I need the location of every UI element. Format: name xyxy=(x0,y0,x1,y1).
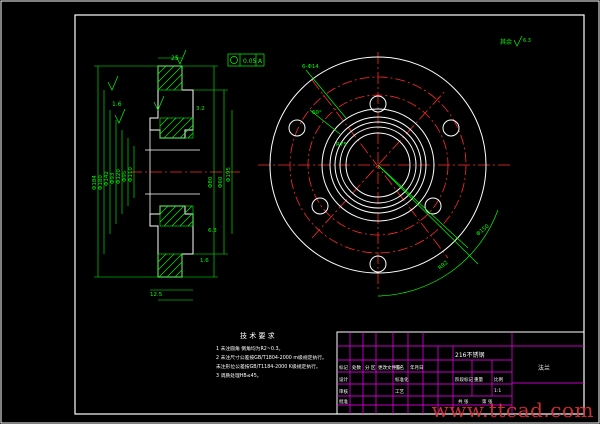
tb-cell: 分 区 xyxy=(365,364,376,371)
hatch-lower xyxy=(157,205,194,278)
tech-req-item: 1 未注圆角 倒角均为R2~0.3。 xyxy=(216,345,283,352)
tolerance-value: 0.05 xyxy=(243,58,257,65)
dim-label: 3.2 xyxy=(196,106,205,112)
bolt-hole xyxy=(369,95,387,113)
bolt-holes xyxy=(288,95,460,273)
tech-req-item: 3 调质处理HB≤45。 xyxy=(216,372,262,379)
bolt-hole xyxy=(369,255,387,273)
tb-cell: 阶段标记 xyxy=(455,376,473,383)
plan-view: 6-Φ14 60° Φ150 R92 R75 其余 6.3 xyxy=(258,35,531,297)
tb-cell: 共 张 xyxy=(458,398,469,405)
tb-cell: 比例 xyxy=(494,376,503,383)
angle-callout: 60° xyxy=(312,110,322,116)
radius-dim-arc xyxy=(377,209,499,297)
hub-ring-1 xyxy=(329,116,427,214)
plan-centerline-d2 xyxy=(311,89,447,239)
roughness-note: 1.6 xyxy=(112,101,122,108)
outer-circle xyxy=(269,56,487,274)
top-width-dim: 25 xyxy=(171,55,179,62)
outer-dim: R92 xyxy=(437,260,449,272)
dim-label: Φ93 xyxy=(110,172,116,184)
dim-label: 6.3 xyxy=(208,228,217,234)
title-block: 216不锈钢 法兰 标记 处数 分 区 更改文件号 签名 年月日 设计 标准化 … xyxy=(336,331,585,415)
dim-label: Φ110 xyxy=(128,167,134,182)
tb-cell: 第 张 xyxy=(482,398,493,405)
part-name: 216不锈钢 xyxy=(455,351,484,359)
raised-face-outer xyxy=(307,94,449,236)
bolt-hole xyxy=(442,119,460,137)
general-roughness: 其余 6.3 xyxy=(500,35,531,47)
general-roughness-value: 6.3 xyxy=(523,38,531,44)
bore-circle xyxy=(345,132,411,198)
dim-label: Φ180 xyxy=(98,175,104,190)
drawing-frame xyxy=(74,14,585,415)
tb-cell: 标记 xyxy=(339,364,348,371)
raised-face xyxy=(321,108,435,222)
datum-letter: A xyxy=(258,58,263,65)
hatch-upper xyxy=(157,65,194,139)
leader-2 xyxy=(309,109,341,135)
plan-centerline-d1 xyxy=(311,79,449,259)
bolt-hole xyxy=(424,197,442,215)
tb-cell: 处数 xyxy=(352,364,361,371)
tb-cell: 标准化 xyxy=(395,376,409,383)
tech-req-title: 技 术 要 求 xyxy=(240,331,275,340)
tech-req-item: 未注形位公差按GB/T1184-2000 K级规定执行。 xyxy=(216,363,321,370)
scale-value: 1:1 xyxy=(494,388,501,394)
general-roughness-label: 其余 xyxy=(500,38,512,46)
dim-label: 1.6 xyxy=(200,258,209,264)
tb-cell: 更改文件号 xyxy=(378,364,401,371)
leader-4 xyxy=(377,164,479,265)
tb-cell: 审核 xyxy=(339,388,348,395)
dimension-lines xyxy=(94,57,233,301)
dim-label: Φ80 xyxy=(208,176,214,188)
bolt-hole xyxy=(311,197,329,215)
tb-cell: 年月日 xyxy=(410,364,424,371)
hub-ring-2 xyxy=(334,121,422,209)
tech-req-item: 2 未注尺寸公差按GB/T1804-2000 m级规定执行。 xyxy=(216,354,327,361)
dim-label: Φ195 xyxy=(226,167,232,182)
leader-1 xyxy=(305,69,347,119)
watermark-text: www.ttcad.com xyxy=(431,398,594,422)
dim-label: Φ184 xyxy=(92,175,98,190)
tb-cell: 批准 xyxy=(339,398,348,405)
diameter-labels: Φ184 Φ180 Φ142 Φ93 Φ120 Φ95 Φ110 Φ80 Φ60… xyxy=(92,106,232,298)
radius-callout: R75 xyxy=(336,142,347,148)
section-view: 0.05 A 25 1.6 Φ184 Φ180 Φ142 Φ93 Φ120 Φ9… xyxy=(92,49,265,301)
dim-label: Φ95 xyxy=(122,170,128,182)
dim-label: Φ142 xyxy=(104,171,110,186)
tb-cell: 重量 xyxy=(474,376,483,383)
section-outline-lower xyxy=(149,205,194,278)
hub-ring-3 xyxy=(339,126,417,204)
bolt-circle xyxy=(289,76,467,254)
tb-cell: 签名 xyxy=(395,364,404,371)
tb-cell: 工艺 xyxy=(395,389,404,395)
dim-label: 12.5 xyxy=(150,292,163,298)
tolerance-frame: 0.05 A xyxy=(227,53,265,67)
tech-requirements: 技 术 要 求 1 未注圆角 倒角均为R2~0.3。 2 未注尺寸公差按GB/T… xyxy=(216,331,327,379)
dim-label: Φ120 xyxy=(116,169,122,184)
drawing-name: 法兰 xyxy=(538,364,550,372)
hole-callout: 6-Φ14 xyxy=(302,64,319,70)
roughness-marks xyxy=(107,49,187,124)
bolt-hole xyxy=(288,119,306,137)
tb-cell: 设计 xyxy=(339,376,348,383)
dim-label: Φ60 xyxy=(218,176,224,188)
leader-3 xyxy=(377,164,469,249)
